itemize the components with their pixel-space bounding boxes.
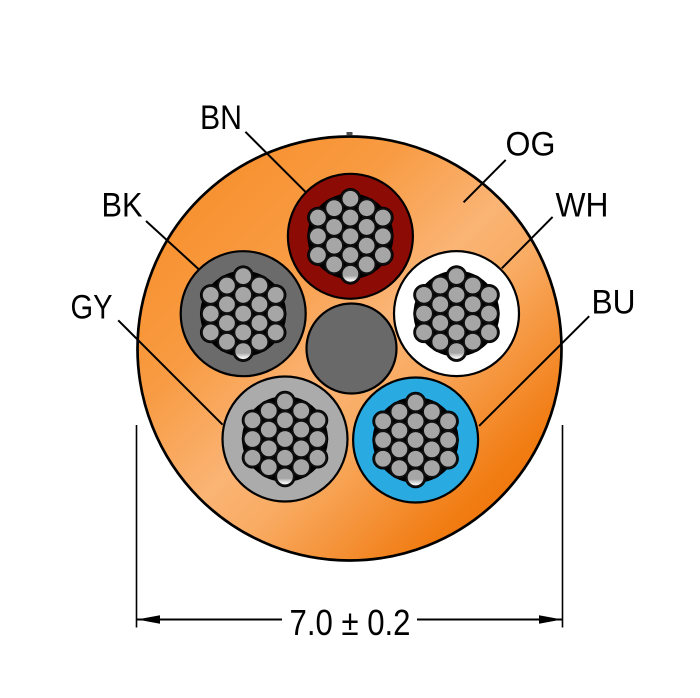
svg-text:OG: OG [506, 126, 556, 164]
svg-text:WH: WH [556, 187, 609, 225]
svg-text:7.0 ± 0.2: 7.0 ± 0.2 [290, 602, 411, 643]
svg-text:GY: GY [71, 289, 113, 327]
svg-text:BN: BN [200, 99, 242, 137]
svg-text:BK: BK [102, 187, 143, 225]
svg-text:BU: BU [592, 284, 636, 322]
